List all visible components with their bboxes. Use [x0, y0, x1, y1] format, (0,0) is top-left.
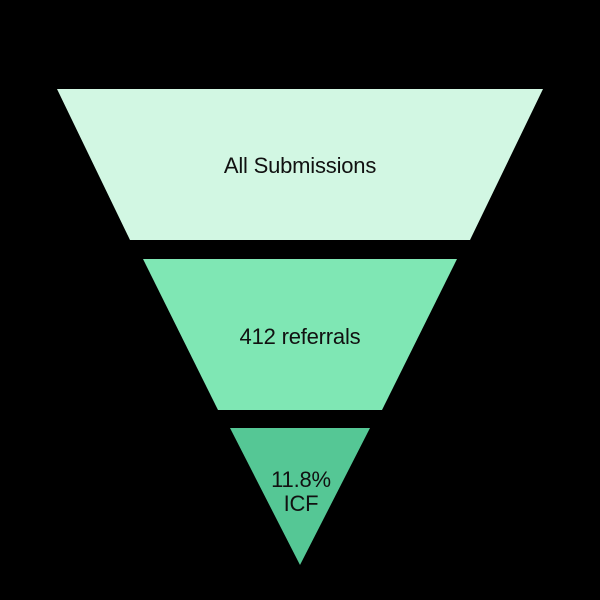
funnel-label-referrals: 412 referrals: [240, 324, 361, 349]
funnel-segment-referrals[interactable]: [143, 259, 457, 410]
funnel-segment-icf[interactable]: [230, 428, 370, 565]
funnel-label-all-submissions: All Submissions: [224, 153, 376, 178]
funnel-segment-all-submissions[interactable]: [57, 89, 543, 240]
funnel-label-icf-percent: 11.8%: [271, 467, 331, 492]
funnel-label-icf-name: ICF: [284, 491, 319, 516]
